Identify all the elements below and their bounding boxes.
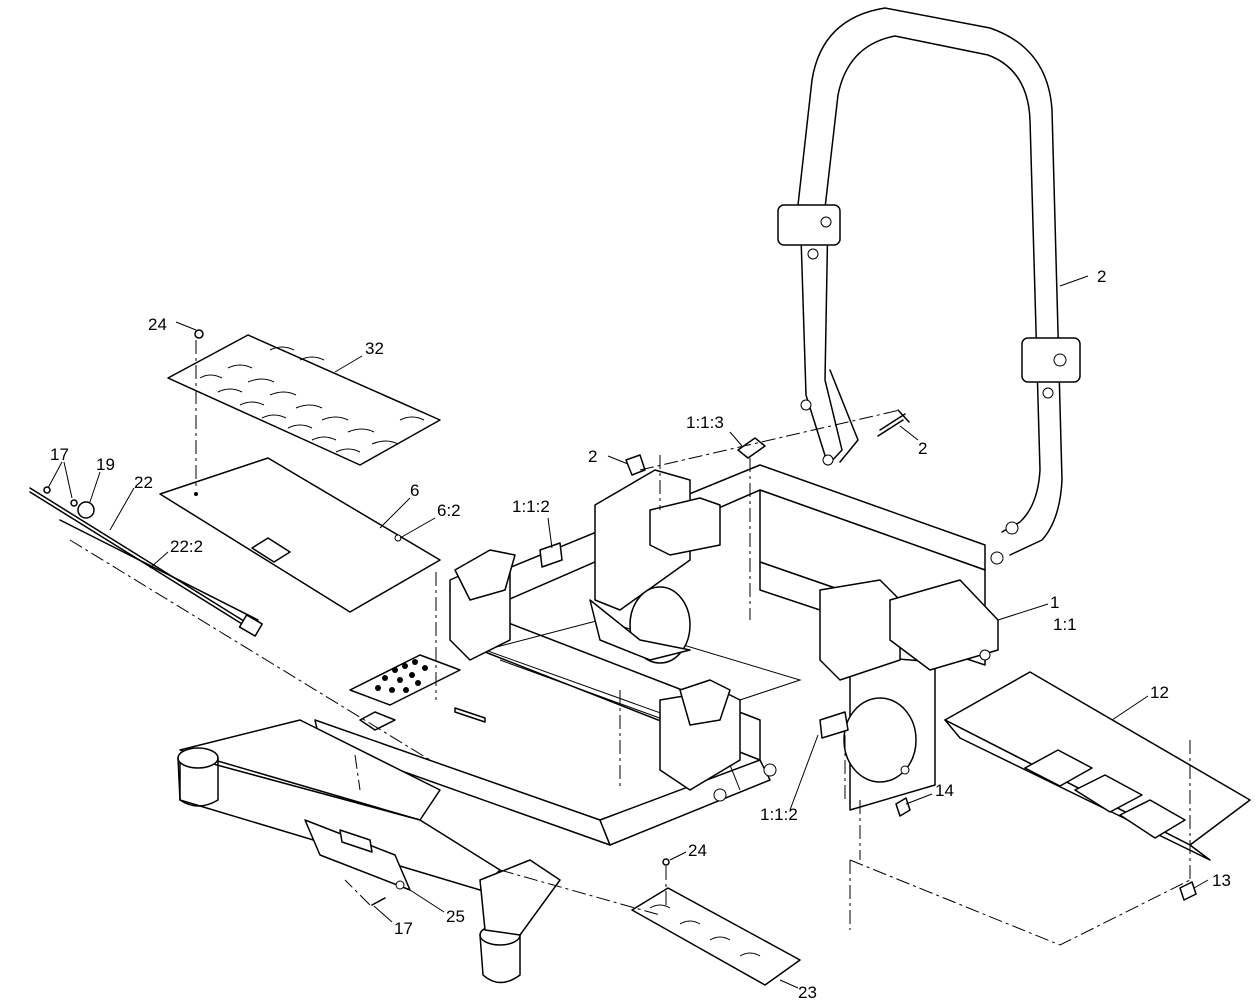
knob-19 bbox=[77, 501, 95, 519]
callout-24-bottom: 24 bbox=[688, 841, 707, 860]
callout-23: 23 bbox=[798, 983, 817, 1002]
callout-1-1-2-left: 1:1:2 bbox=[512, 497, 550, 516]
bolt-14 bbox=[895, 797, 911, 817]
callout-2-bolt: 2 bbox=[918, 439, 927, 458]
screw-24-top bbox=[194, 329, 204, 339]
callout-2-roll-bar: 2 bbox=[1097, 267, 1106, 286]
bolt-2-roll-bar bbox=[877, 409, 910, 437]
roll-bar-upper-bracket-right bbox=[1021, 337, 1081, 383]
plate-6 bbox=[159, 457, 441, 613]
callout-24-top: 24 bbox=[148, 315, 167, 334]
control-plate bbox=[349, 654, 461, 706]
assembly-lines bbox=[69, 340, 1191, 946]
label-1-1-2-left bbox=[539, 542, 563, 568]
callout-22: 22 bbox=[134, 473, 153, 492]
label-1-1-3 bbox=[737, 437, 766, 459]
leader-lines bbox=[47, 275, 1209, 989]
rod-22 bbox=[29, 486, 263, 637]
callout-1: 1 bbox=[1050, 593, 1059, 612]
motor-opening-right bbox=[843, 697, 917, 783]
callout-1-1-3: 1:1:3 bbox=[686, 413, 724, 432]
callout-1-1-2-right: 1:1:2 bbox=[760, 805, 798, 824]
callout-19: 19 bbox=[96, 455, 115, 474]
plate-32 bbox=[167, 334, 441, 466]
callout-1-1: 1:1 bbox=[1053, 615, 1077, 634]
roll-bar-upper-bracket-left bbox=[777, 204, 841, 246]
plate-12-cutout-1 bbox=[1024, 749, 1093, 787]
nut-2 bbox=[625, 454, 646, 476]
callout-32: 32 bbox=[365, 339, 384, 358]
roll-bar bbox=[777, 7, 1081, 565]
front-bracket-25 bbox=[304, 819, 411, 891]
screw-24-bottom bbox=[662, 858, 670, 866]
callout-25: 25 bbox=[446, 907, 465, 926]
callout-12: 12 bbox=[1150, 683, 1169, 702]
callout-2-nut: 2 bbox=[588, 447, 597, 466]
plate-12-cutout-3 bbox=[1119, 799, 1186, 839]
callout-6-2: 6:2 bbox=[437, 501, 461, 520]
nut-13 bbox=[1179, 881, 1197, 901]
main-frame bbox=[177, 464, 999, 984]
callout-13: 13 bbox=[1212, 871, 1231, 890]
callout-17-bottom: 17 bbox=[394, 919, 413, 938]
caster-mount-left bbox=[177, 747, 219, 769]
plate-23 bbox=[631, 887, 801, 986]
callout-14: 14 bbox=[935, 781, 954, 800]
plate-12 bbox=[944, 671, 1251, 861]
callout-22-2: 22:2 bbox=[170, 537, 203, 556]
callout-6: 6 bbox=[410, 481, 419, 500]
label-1-1-2-right bbox=[819, 711, 849, 739]
callout-17-left: 17 bbox=[50, 445, 69, 464]
plate-12-cutout-2 bbox=[1074, 774, 1143, 813]
